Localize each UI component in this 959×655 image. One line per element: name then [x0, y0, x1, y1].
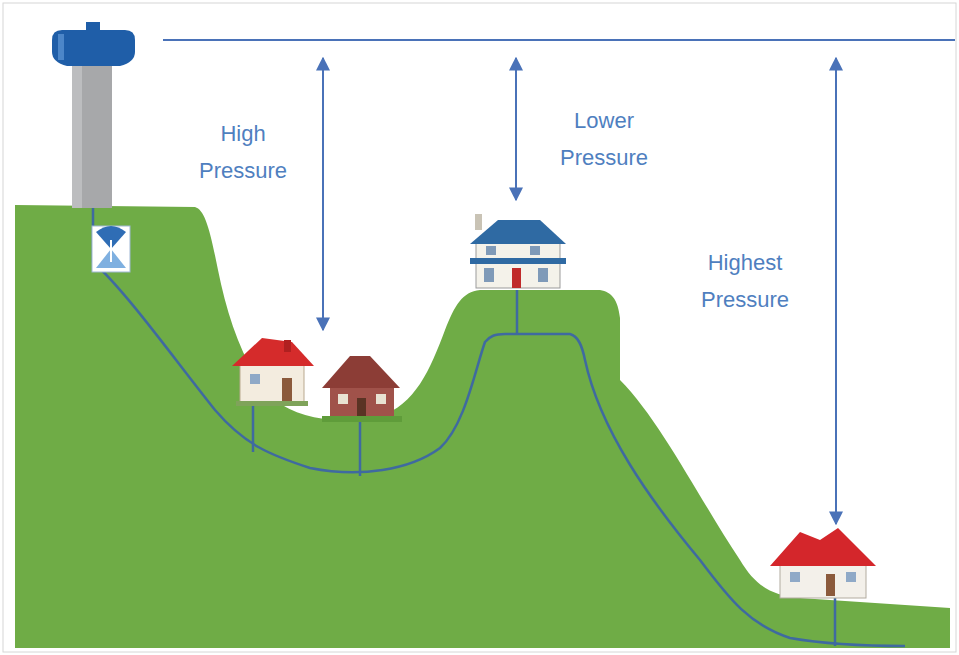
hill-ground	[15, 205, 950, 648]
water-pipe	[93, 208, 905, 646]
frame	[3, 3, 956, 652]
house	[232, 338, 314, 406]
house	[322, 356, 402, 422]
pressure-arrow	[835, 58, 837, 524]
house	[470, 214, 566, 288]
pressure-label: Lower Pressure	[546, 102, 662, 176]
valve-symbol	[92, 226, 130, 272]
pressure-label: Highest Pressure	[687, 244, 803, 318]
water-tower	[52, 22, 135, 208]
pressure-arrow	[515, 58, 517, 200]
house	[770, 528, 876, 598]
water-level-line	[163, 39, 955, 41]
pressure-label: High Pressure	[185, 115, 301, 189]
pressure-arrow	[322, 58, 324, 330]
